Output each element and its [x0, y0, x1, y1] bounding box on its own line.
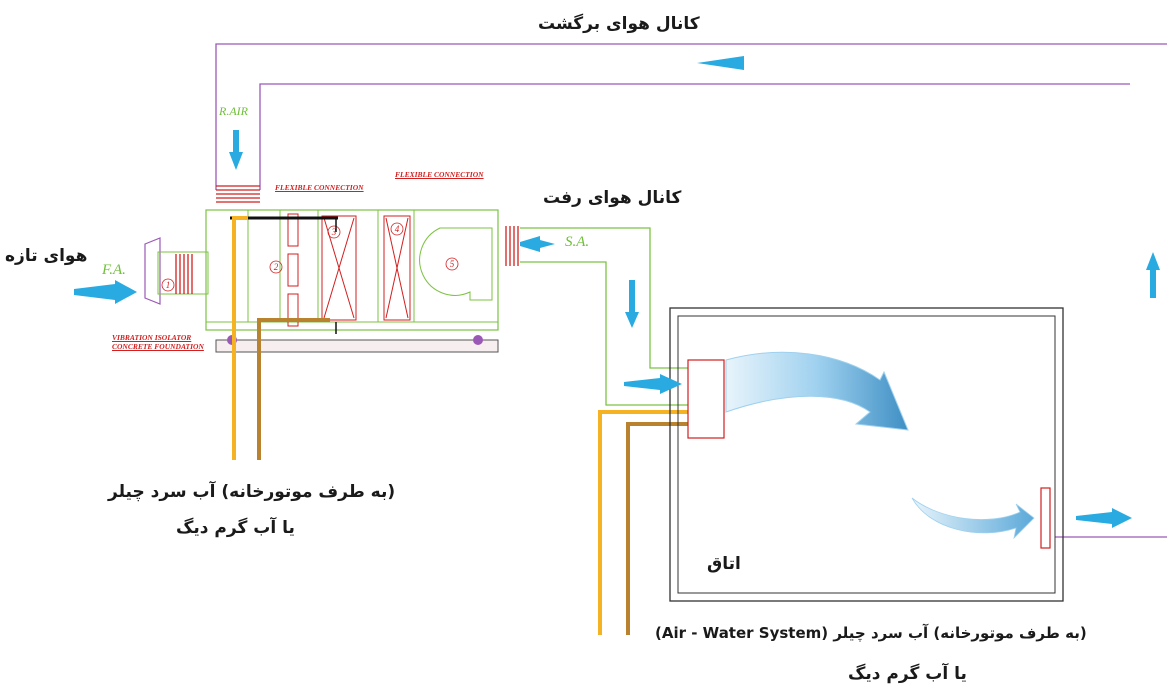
component-1: 1	[166, 280, 171, 290]
concrete-foundation-label: CONCRETE FOUNDATION	[112, 342, 204, 351]
vibration-isolator-label: VIBRATION ISOLATOR	[112, 333, 192, 342]
chilled-water-pipes-left	[232, 216, 330, 460]
component-5: 5	[450, 259, 455, 269]
room-label: اتاق	[707, 554, 741, 574]
room	[669, 307, 1064, 602]
component-4: 4	[395, 224, 400, 234]
chilled-water-pipes-right	[598, 410, 688, 635]
airflow-arrows	[74, 56, 1160, 528]
supply-duct-label: کانال هوای رفت	[543, 188, 682, 208]
return-duct	[215, 43, 1167, 538]
pipe-right-caption-2: یا آب گرم دیگ	[848, 664, 967, 684]
pipe-left-caption-1: (به طرف موتورخانه) آب سرد چیلر	[108, 482, 396, 502]
component-2: 2	[274, 262, 279, 272]
supply-diffuser	[687, 359, 725, 439]
fresh-air-label: هوای تازه	[5, 246, 88, 266]
fa-label: F.A.	[102, 262, 126, 278]
return-duct-label: کانال هوای برگشت	[538, 14, 700, 34]
component-3: 3	[331, 227, 337, 237]
airflow-arrow-large	[725, 351, 909, 431]
rair-label: R.AIR	[219, 104, 248, 118]
pipe-left-caption-2: یا آب گرم دیگ	[176, 518, 295, 538]
airflow-arrow-small	[911, 497, 1035, 540]
return-grille	[1040, 487, 1051, 549]
ahu-unit: 1 2 3 4 5	[144, 185, 519, 353]
pipe-right-caption-1: (به طرف موتورخانه) آب سرد چیلر (Air - Wa…	[655, 624, 1087, 642]
flexible-connection-label-2: FLEXIBLE CONNECTION	[395, 170, 484, 179]
flexible-connection-label-1: FLEXIBLE CONNECTION	[275, 183, 364, 192]
sa-label: S.A.	[565, 234, 590, 250]
